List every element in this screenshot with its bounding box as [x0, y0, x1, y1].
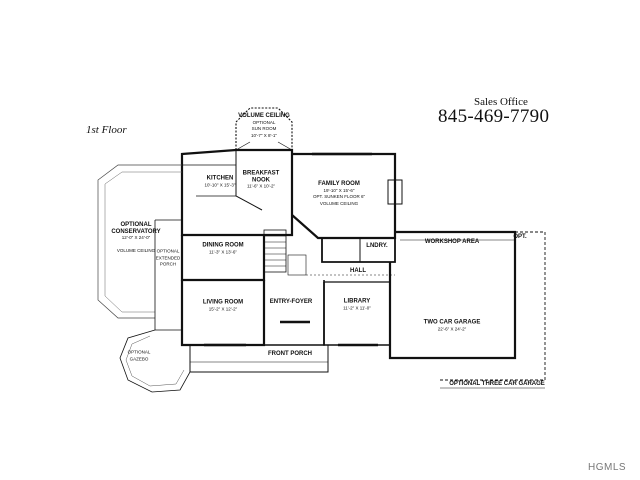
hall-name: HALL [350, 267, 366, 274]
ext-porch-name: OPTIONAL [156, 248, 180, 254]
library-dim: 11'-2" X 11'-0" [343, 305, 371, 310]
room-label-living: LIVING ROOM 15'-2" X 12'-2" [203, 300, 243, 313]
conservatory-note: VOLUME CEILING [116, 247, 156, 253]
opt-name: OPT. [513, 233, 527, 240]
library-name: LIBRARY [343, 298, 371, 305]
breakfast-sub: NOOK [251, 176, 270, 183]
room-label-entry: ENTRY-FOYER [270, 299, 312, 306]
room-label-three-car: OPTIONAL THREE CAR GARAGE [449, 381, 545, 388]
conservatory-dim: 12'-0" X 24'-0" [121, 235, 151, 240]
ext-porch-sub: EXTENDED [155, 254, 181, 260]
room-label-gazebo: OPTIONAL GAZEBO [128, 350, 151, 363]
entry-walls [263, 280, 325, 346]
room-label-library: LIBRARY 11'-2" X 11'-0" [343, 299, 371, 312]
room-label-dining: DINING ROOM 11'-3" X 13'-6" [202, 243, 243, 256]
room-label-opt: OPT. [513, 234, 526, 241]
garage-dim: 22'-6" X 24'-2" [437, 326, 467, 331]
sales-office-phone: 845-469-7790 [438, 106, 550, 127]
family-dim: 19'-10" X 15'-6" [323, 187, 355, 193]
room-label-garage: TWO CAR GARAGE 22'-6" X 24'-2" [424, 320, 481, 333]
three-car-dashed [440, 231, 546, 381]
library-walls [323, 282, 391, 346]
breakfast-dim: 11'-6" X 10'-2" [246, 183, 276, 189]
room-label-family: FAMILY ROOM 19'-10" X 15'-6" OPT. SUNKEN… [313, 181, 365, 207]
sun-room-note: OPTIONAL [252, 119, 276, 125]
dining-dim: 11'-3" X 13'-6" [208, 249, 238, 254]
floor-label: 1st Floor [86, 124, 127, 136]
family-name: FAMILY ROOM [318, 181, 360, 187]
laundry-name: LNDRY. [366, 242, 388, 249]
kitchen-name: KITCHEN [206, 175, 234, 182]
living-dim: 15'-2" X 12'-2" [208, 306, 238, 311]
sun-room-sub: SUN ROOM [251, 126, 277, 131]
room-label-extended-porch: OPTIONAL EXTENDED PORCH [156, 248, 181, 268]
sun-room-dim: 10'-7" X 8'-1" [251, 132, 277, 138]
front-porch [189, 345, 329, 373]
room-label-breakfast: BREAKFAST NOOK 11'-6" X 10'-2" [243, 170, 280, 190]
entry-name: ENTRY-FOYER [269, 298, 313, 305]
kitchen-dim: 10'-10" X 15'-3" [204, 182, 236, 187]
family-note2: VOLUME CEILING [319, 200, 359, 206]
room-label-front-porch: FRONT PORCH [268, 351, 312, 358]
garage-name: TWO CAR GARAGE [423, 319, 481, 326]
front-porch-name: FRONT PORCH [268, 350, 312, 357]
garage-walls [388, 230, 517, 360]
living-room-walls [180, 280, 266, 347]
living-name: LIVING ROOM [202, 299, 244, 306]
room-label-conservatory: OPTIONAL CONSERVATORY 12'-0" X 24'-0" VO… [111, 222, 160, 254]
dining-room-walls [180, 235, 266, 282]
room-label-laundry: LNDRY. [366, 243, 387, 250]
gazebo-outline [119, 329, 191, 393]
family-note: OPT. SUNKEN FLOOR 6" [312, 194, 366, 199]
conservatory-sub: CONSERVATORY [111, 228, 161, 235]
sales-office-title: Sales Office [474, 96, 528, 108]
room-label-workshop: WORKSHOP AREA [425, 239, 479, 246]
room-label-hall: HALL [350, 268, 366, 275]
stairs [263, 229, 287, 273]
kitchen-walls [180, 148, 294, 237]
breakfast-name: BREAKFAST [242, 170, 280, 177]
dining-name: DINING ROOM [202, 242, 244, 249]
watermark: HGMLS [588, 462, 627, 473]
laundry-walls [321, 238, 396, 263]
conservatory-name: OPTIONAL [120, 222, 152, 228]
three-car-name: OPTIONAL THREE CAR GARAGE [449, 380, 545, 387]
conservatory-outline [97, 164, 182, 319]
room-label-kitchen: KITCHEN 10'-10" X 15'-3" [205, 176, 236, 189]
gazebo-sub: GAZEBO [129, 356, 149, 361]
sun-room-name: VOLUME CEILING [238, 113, 290, 119]
workshop-name: WORKSHOP AREA [424, 238, 480, 245]
fireplace [387, 179, 403, 205]
gazebo-name: OPTIONAL [127, 349, 151, 355]
ext-porch-note: PORCH [159, 261, 177, 267]
room-label-sun-room: VOLUME CEILING OPTIONAL SUN ROOM 10'-7" … [238, 113, 290, 139]
